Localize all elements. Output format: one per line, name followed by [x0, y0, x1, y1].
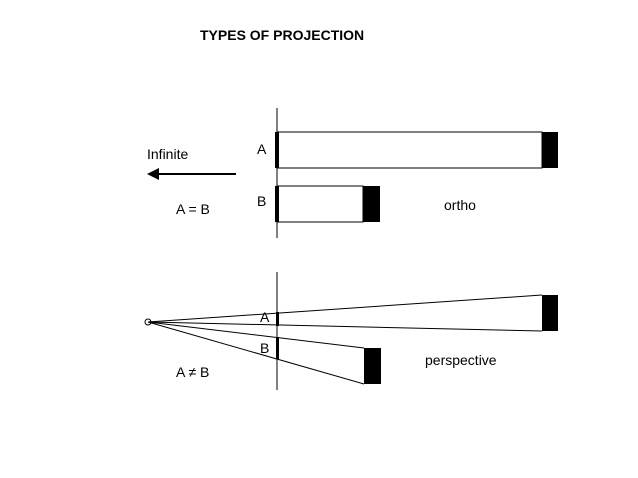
ortho-image-a: [275, 132, 279, 168]
ortho-object-b-box: [276, 185, 364, 223]
infinite-label: Infinite: [147, 146, 188, 162]
perspective-object-a: [542, 295, 558, 331]
perspective-image-a: [276, 312, 279, 326]
ortho-section: A B Infinite A = B ortho: [147, 108, 558, 238]
ortho-object-a-box: [276, 131, 543, 169]
infinite-arrow-icon: [147, 168, 159, 180]
ray-b-top: [147, 321, 365, 349]
ortho-image-b: [275, 186, 279, 222]
ortho-object-a-end: [542, 132, 558, 168]
perspective-object-b: [364, 348, 381, 384]
page-title: TYPES OF PROJECTION: [200, 27, 364, 43]
perspective-image-b: [276, 337, 279, 359]
ortho-label-b: B: [257, 193, 266, 209]
ortho-equation: A = B: [176, 201, 210, 217]
perspective-label-a: A: [260, 309, 270, 325]
perspective-section: A B A ≠ B perspective: [144, 272, 558, 390]
ortho-object-b-end: [363, 186, 380, 222]
ortho-label-a: A: [257, 141, 267, 157]
ray-b-bottom: [147, 321, 365, 385]
perspective-caption: perspective: [425, 352, 497, 368]
perspective-label-b: B: [260, 340, 269, 356]
ortho-caption: ortho: [444, 197, 476, 213]
perspective-equation: A ≠ B: [176, 364, 209, 380]
ray-a-bottom: [147, 321, 543, 332]
ray-a-top: [147, 294, 543, 323]
